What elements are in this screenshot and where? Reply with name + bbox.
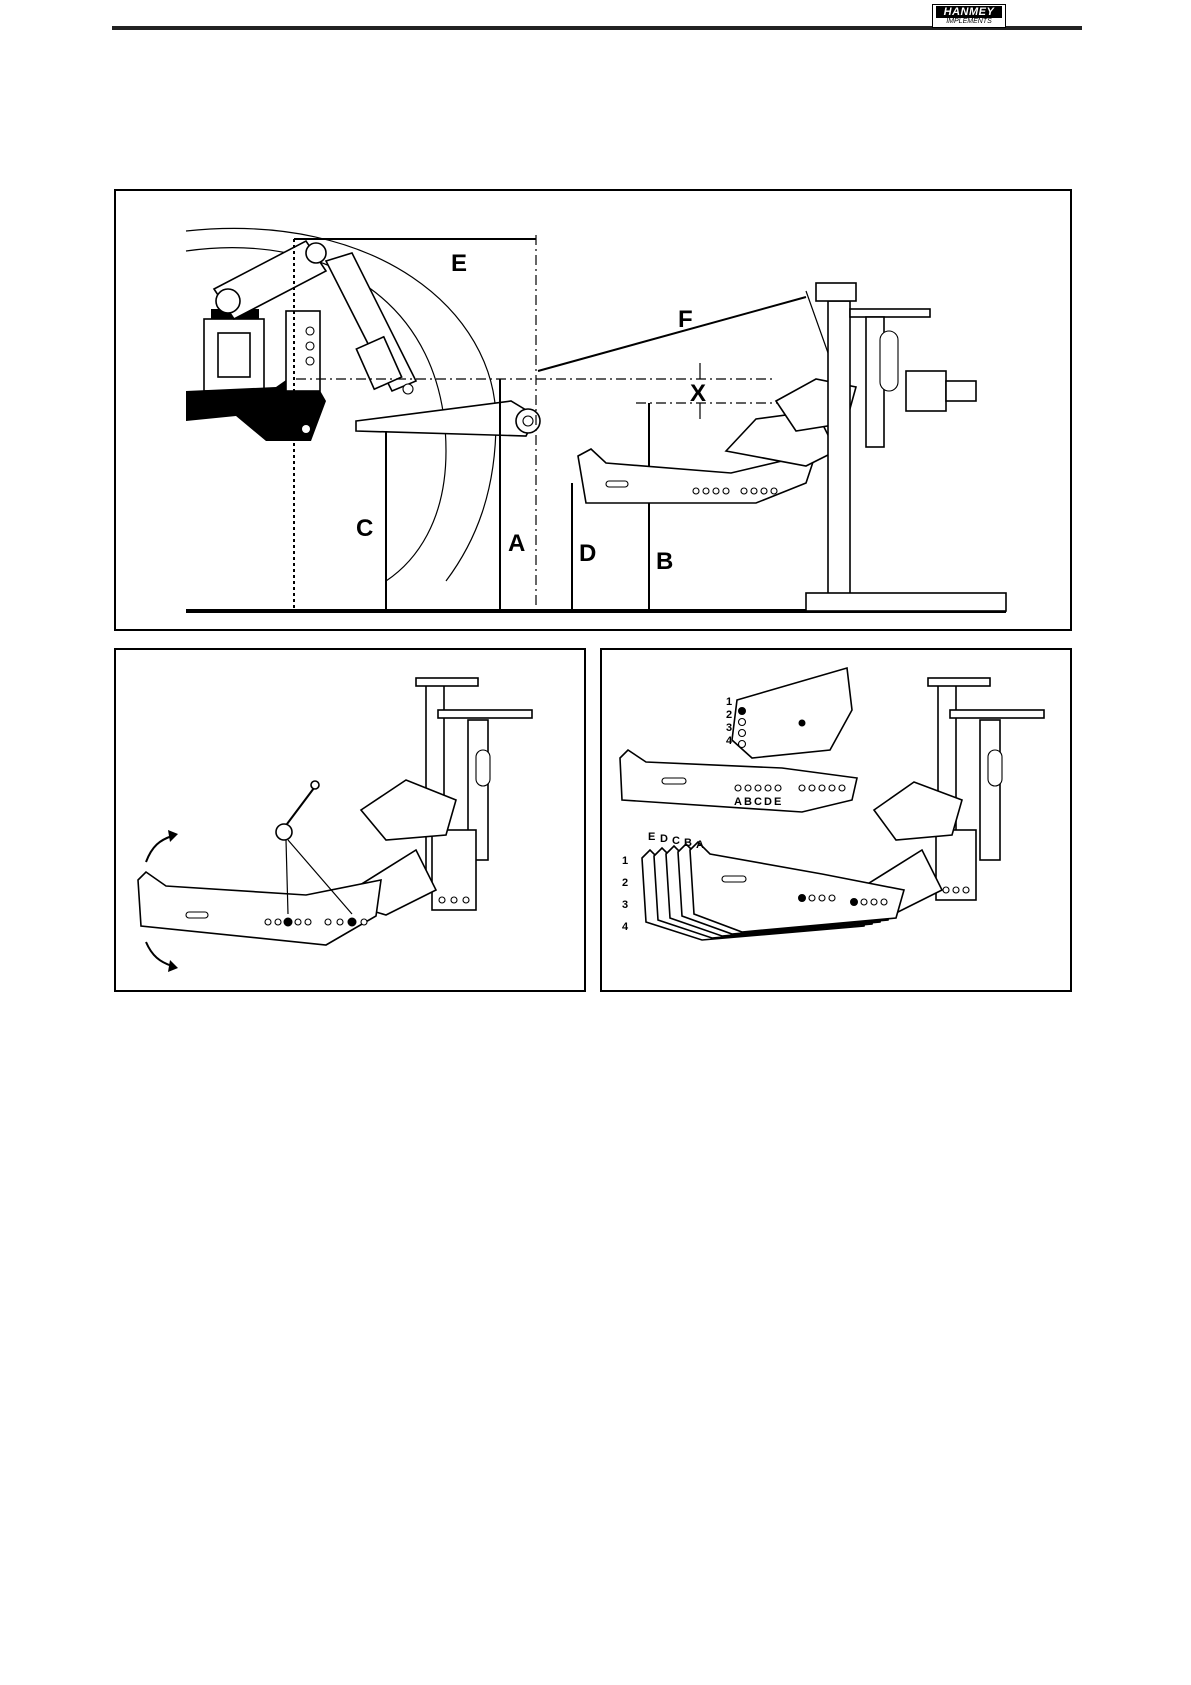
stack-letter-c: C <box>672 835 680 847</box>
detail-plate <box>732 668 852 758</box>
label-b: B <box>656 548 673 575</box>
label-a: A <box>508 530 525 557</box>
brand-logo-subtitle: IMPLEMENTS <box>933 18 1005 26</box>
rotate-down-arrow <box>146 942 172 966</box>
hole-number-3: 3 <box>726 722 732 734</box>
hole-number-2: 2 <box>726 709 732 721</box>
brand-logo-name: HANMEY <box>936 6 1002 18</box>
stack-number-4: 4 <box>622 921 629 933</box>
hole-positions-drawing: 1 2 3 4 A B C D E <box>602 650 1070 990</box>
stack-letter-b: B <box>684 837 692 849</box>
hole-letter-a: A <box>734 796 742 808</box>
hole-number-1: 1 <box>726 696 732 708</box>
stack-number-3: 3 <box>622 899 628 911</box>
stack-letter-a: A <box>696 839 704 851</box>
figure-pin-adjustment <box>114 648 586 992</box>
left-hitch-arm <box>138 872 381 945</box>
label-d: D <box>579 540 596 567</box>
stack-number-2: 2 <box>622 877 628 889</box>
implement-mast <box>828 301 850 601</box>
stack-letter-d: D <box>660 833 668 845</box>
stacked-arm-positions <box>642 842 904 940</box>
brand-logo: HANMEY IMPLEMENTS <box>932 4 1006 28</box>
label-f: F <box>678 306 693 333</box>
label-e: E <box>451 250 467 277</box>
figure-linkage-dimensions: E F X C A D B <box>114 189 1072 631</box>
hole-letter-c: C <box>754 796 762 808</box>
hole-letter-b: B <box>744 796 752 808</box>
hole-letter-d: D <box>764 796 772 808</box>
lower-link <box>356 401 536 436</box>
hole-letter-e: E <box>774 796 781 808</box>
linkage-dimension-drawing: E F X C A D B <box>116 191 1070 629</box>
stack-letter-e: E <box>648 831 655 843</box>
pin-adjustment-drawing <box>116 650 584 990</box>
locking-pin <box>284 788 314 828</box>
dimension-f-line <box>538 297 806 371</box>
stack-number-1: 1 <box>622 855 628 867</box>
locking-pin-head <box>276 824 292 840</box>
pto-input <box>906 371 946 411</box>
bracket-pin <box>302 425 310 433</box>
hole-number-4: 4 <box>726 735 733 747</box>
figure-hole-positions: 1 2 3 4 A B C D E <box>600 648 1072 992</box>
rotate-up-arrow <box>146 836 172 862</box>
label-x: X <box>690 380 706 407</box>
axle-housing-inner <box>218 333 250 377</box>
label-c: C <box>356 515 373 542</box>
implement-base <box>806 593 1006 611</box>
